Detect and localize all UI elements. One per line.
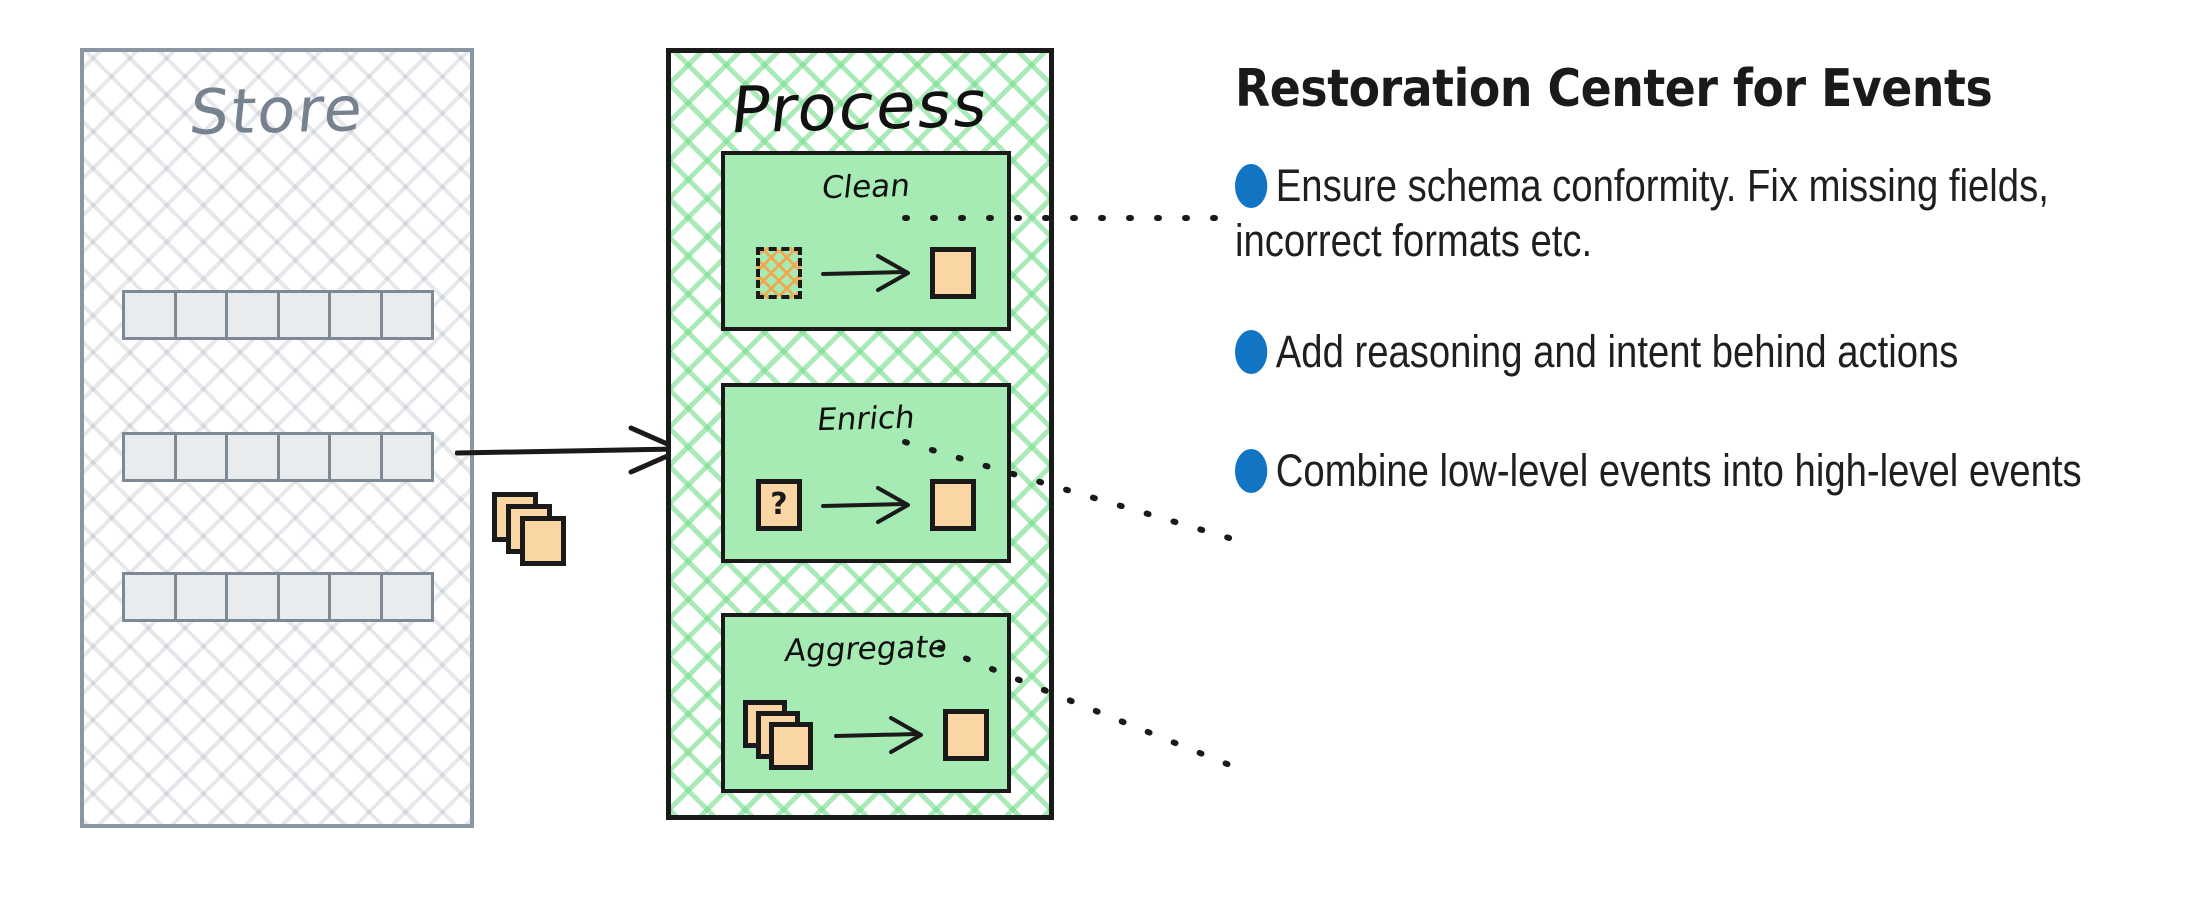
process-card-icons	[725, 695, 1007, 775]
store-cell	[280, 293, 331, 337]
store-cell	[125, 435, 177, 479]
stacked-squares-icon	[743, 700, 815, 770]
note-text: Ensure schema conformity. Fix missing fi…	[1235, 160, 2049, 266]
filled-square-icon	[930, 247, 976, 299]
store-cell	[125, 575, 177, 619]
right-arrow-icon	[821, 486, 910, 524]
store-cell	[125, 293, 177, 337]
right-arrow-icon	[834, 716, 923, 754]
notes-column: Restoration Center for Events Ensure sch…	[1235, 59, 2155, 499]
process-panel: Process Clean Enrich ?	[666, 48, 1054, 820]
process-card-icons: ?	[725, 465, 1007, 545]
process-card-enrich[interactable]: Enrich ?	[721, 383, 1011, 563]
bullet-dot-icon	[1235, 329, 1268, 374]
process-card-aggregate[interactable]: Aggregate	[721, 613, 1011, 793]
process-card-label: Clean	[819, 167, 913, 207]
note-text: Add reasoning and intent behind actions	[1275, 325, 1959, 377]
store-cell	[383, 293, 432, 337]
store-cell	[280, 575, 331, 619]
bullet-dot-icon	[1235, 164, 1268, 209]
store-cell	[280, 435, 331, 479]
store-cell	[228, 435, 280, 479]
store-cell	[331, 575, 383, 619]
store-row	[122, 432, 434, 482]
bullet-dot-icon	[1235, 448, 1268, 493]
process-card-label: Enrich	[815, 399, 917, 439]
process-card-label: Aggregate	[782, 628, 950, 670]
store-cell	[228, 575, 280, 619]
store-to-process-arrow-icon	[455, 425, 684, 475]
store-cell	[177, 575, 228, 619]
process-card-icons	[725, 233, 1007, 313]
filled-square-icon	[943, 709, 989, 761]
store-cell	[228, 293, 280, 337]
store-cell	[177, 293, 228, 337]
store-panel: Store	[80, 48, 474, 828]
stack-square	[769, 722, 813, 770]
dashed-hatched-square-icon	[756, 247, 802, 299]
stacked-documents-icon	[492, 492, 582, 572]
note-item: Add reasoning and intent behind actions	[1235, 325, 2145, 380]
filled-square-icon	[930, 479, 976, 531]
store-cell	[383, 575, 432, 619]
store-cell	[331, 293, 383, 337]
store-cell	[383, 435, 432, 479]
store-cell	[177, 435, 228, 479]
note-item: Combine low-level events into high-level…	[1235, 444, 2145, 499]
store-cell	[331, 435, 383, 479]
process-card-clean[interactable]: Clean	[721, 151, 1011, 331]
note-text: Combine low-level events into high-level…	[1275, 444, 2082, 496]
process-panel-title: Process	[726, 67, 994, 149]
right-arrow-icon	[821, 254, 910, 292]
note-item: Ensure schema conformity. Fix missing fi…	[1235, 159, 2145, 269]
notes-title: Restoration Center for Events	[1235, 59, 1993, 119]
store-panel-title: Store	[186, 72, 368, 149]
question-square-icon: ?	[756, 479, 802, 531]
store-row	[122, 290, 434, 340]
document-square	[520, 516, 566, 566]
store-row	[122, 572, 434, 622]
